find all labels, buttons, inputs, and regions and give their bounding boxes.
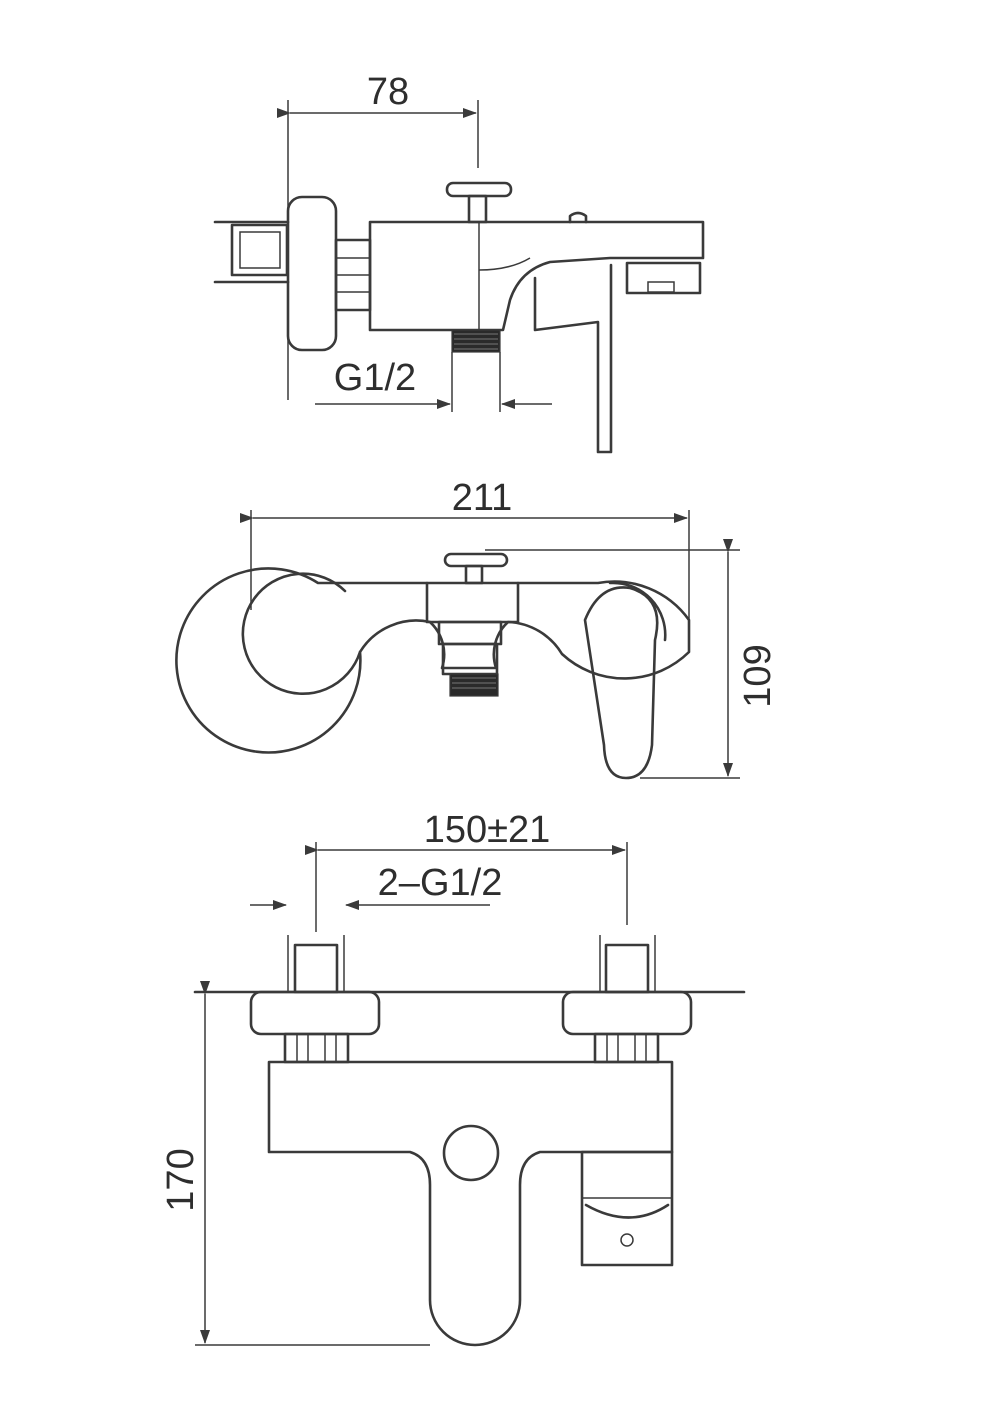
- dim-170-label: 170: [160, 1148, 202, 1211]
- dim-150-label: 150±21: [424, 809, 551, 851]
- dim-g12-label: G1/2: [334, 357, 416, 399]
- dim-211-label: 211: [452, 477, 513, 519]
- front-view: 150±21 2–G1/2 170: [160, 809, 746, 1347]
- top-view: 211 109: [175, 477, 779, 780]
- side-view: 78 G1/2: [213, 71, 705, 454]
- dim-2g12-label: 2–G1/2: [378, 862, 503, 904]
- dim-78-label: 78: [367, 71, 409, 113]
- dim-109-label: 109: [737, 644, 779, 707]
